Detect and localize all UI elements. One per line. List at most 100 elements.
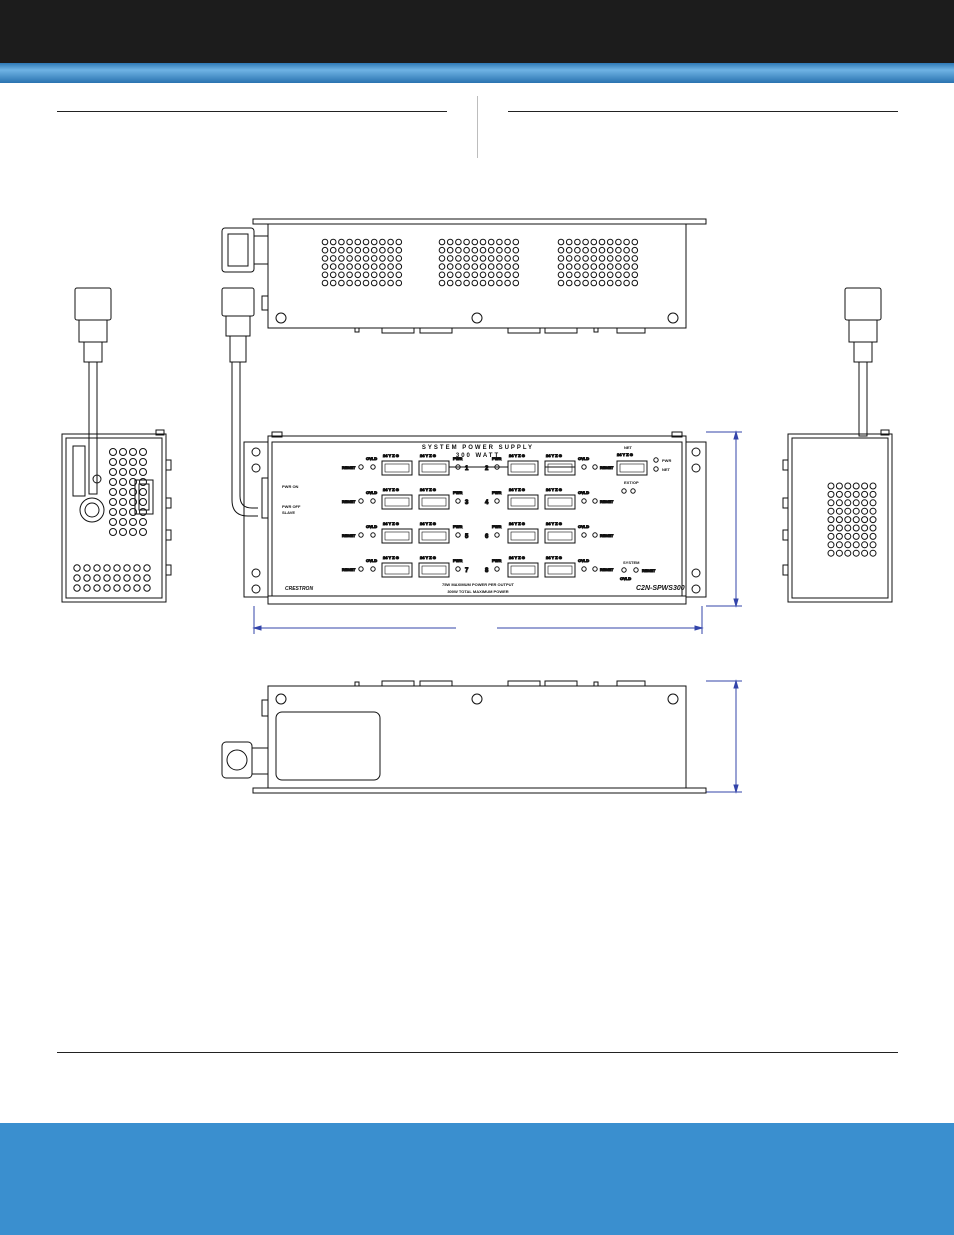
vent-hole — [557, 279, 565, 287]
vent-hole — [479, 255, 487, 262]
vent-hole — [83, 574, 91, 582]
vent-hole — [455, 238, 462, 246]
pwr-label: PWR — [492, 524, 501, 529]
vent-hole — [471, 271, 479, 279]
ovld-label: OVLD — [366, 524, 377, 529]
system-ovld-led — [621, 567, 627, 573]
vent-hole — [471, 279, 479, 287]
ovld-led — [370, 498, 376, 504]
vent-hole — [623, 279, 630, 287]
reset-label: RESET — [342, 567, 356, 572]
output-connector — [418, 562, 450, 578]
vent-hole — [123, 574, 131, 582]
right-section-rule — [508, 111, 898, 112]
vent-hole — [861, 549, 869, 557]
vent-hole — [479, 263, 487, 270]
connector-socket — [421, 531, 447, 541]
vent-hole — [852, 524, 860, 532]
vent-hole — [83, 564, 91, 572]
reset-button — [358, 498, 364, 504]
vent-hole — [582, 255, 589, 262]
output-connector — [507, 562, 539, 578]
vent-hole — [139, 508, 147, 516]
vent-hole — [512, 263, 520, 270]
vent-hole — [119, 488, 127, 496]
ovld-led — [581, 464, 587, 470]
vent-hole — [606, 246, 614, 254]
vent-hole — [471, 246, 479, 254]
vent-hole — [487, 263, 495, 270]
ovld-led — [370, 464, 376, 470]
vent-hole — [438, 255, 446, 262]
vent-hole — [869, 482, 877, 490]
vent-hole — [73, 584, 81, 592]
vent-hole — [574, 263, 581, 270]
vent-hole — [487, 246, 495, 254]
vent-hole — [395, 271, 403, 279]
vent-hole — [93, 584, 101, 592]
pwr-led — [653, 457, 659, 463]
column-separator — [477, 96, 478, 158]
vent-hole — [329, 246, 337, 254]
system-label: SYSTEM — [623, 560, 640, 565]
connector-pin-label: 24 Y Z G — [509, 487, 525, 492]
output-connector — [507, 460, 539, 476]
ovld-label: OVLD — [578, 490, 589, 495]
vent-hole — [557, 255, 565, 262]
vent-hole — [119, 508, 127, 516]
vent-hole — [395, 238, 403, 246]
bottom-rule — [57, 1052, 898, 1053]
vent-hole — [623, 271, 630, 279]
vent-hole — [362, 255, 370, 262]
vent-hole — [379, 246, 386, 254]
vent-hole — [869, 490, 877, 498]
connector-pin-label: 24 Y Z G — [383, 487, 399, 492]
ext-label: EXT/OP — [624, 480, 639, 485]
vent-hole — [512, 246, 520, 254]
vent-hole — [615, 263, 622, 270]
vent-hole — [623, 238, 630, 246]
vent-hole — [119, 498, 127, 506]
vent-hole — [73, 574, 81, 582]
reset-button — [592, 498, 598, 504]
vent-hole — [362, 271, 370, 279]
vent-hole — [109, 458, 117, 466]
vent-hole — [129, 528, 137, 536]
vent-hole — [119, 478, 127, 486]
reset-label: RESET — [342, 499, 356, 504]
vent-hole — [827, 532, 835, 540]
output-connector — [544, 460, 576, 476]
connector-socket — [510, 463, 536, 473]
vent-hole — [463, 279, 470, 287]
vent-hole — [590, 263, 598, 270]
left-side-vents — [73, 448, 151, 592]
vent-hole — [606, 263, 614, 270]
vent-hole — [129, 508, 137, 516]
vent-hole — [852, 516, 860, 524]
vent-hole — [496, 279, 503, 287]
vent-hole — [598, 279, 606, 287]
vent-hole — [446, 246, 454, 254]
vent-hole — [387, 271, 394, 279]
connector-socket — [384, 463, 410, 473]
vent-hole — [631, 263, 639, 270]
vent-hole — [852, 541, 860, 549]
vent-hole — [446, 271, 454, 279]
vent-hole — [590, 271, 598, 279]
panel-wattage: 300 WATT — [456, 453, 500, 459]
pwr-led — [494, 498, 500, 504]
vent-hole — [123, 584, 131, 592]
vent-hole — [615, 238, 622, 246]
vent-hole — [354, 279, 362, 287]
vent-hole — [321, 238, 329, 246]
connector-pin-label: 24 Y Z G — [546, 453, 562, 458]
vent-hole — [379, 271, 386, 279]
vent-hole — [129, 498, 137, 506]
vent-hole — [93, 564, 101, 572]
vent-hole — [139, 478, 147, 486]
top-view-screws — [275, 312, 679, 324]
vent-hole — [835, 490, 843, 498]
system-ovld-label: OVLD — [620, 576, 631, 581]
